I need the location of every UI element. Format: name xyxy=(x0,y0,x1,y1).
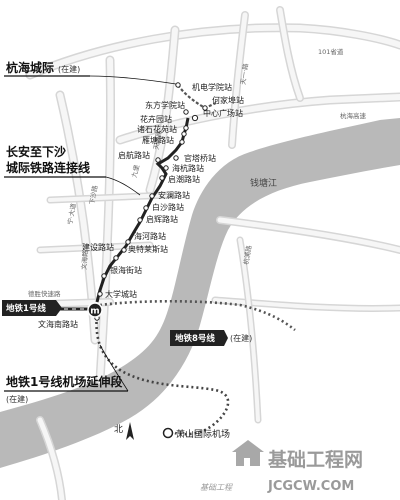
station-label-baisha: 白沙路站 xyxy=(152,202,184,212)
station-dot-dongfang[interactable] xyxy=(183,109,189,115)
station-dot-zhushi[interactable] xyxy=(181,131,187,137)
station-dot-huahui[interactable] xyxy=(183,125,189,131)
station-dot-yinhai[interactable] xyxy=(101,273,107,279)
station-label-guanta: 官塔桥站 xyxy=(184,153,216,163)
road-label-hangpu: 杭浦路 xyxy=(241,244,253,265)
station-label-anlan: 安澜路站 xyxy=(158,190,190,200)
station-dot-qihang[interactable] xyxy=(155,157,161,163)
station-label-center: 中心广场站 xyxy=(203,108,243,118)
callout-hanghai: 杭海城际 (在建) xyxy=(4,60,177,85)
station-dot-outlets[interactable] xyxy=(121,247,127,253)
callout-changan: 长安至下沙 城际铁路连接线 xyxy=(4,144,141,196)
tag-line-8-text: 地铁8号线 xyxy=(175,333,215,344)
station-label-daxuecheng: 大学城站 xyxy=(105,289,137,299)
interchange-badge[interactable]: m xyxy=(87,302,103,318)
callout-changan-title-2: 城际铁路连接线 xyxy=(6,160,90,175)
watermark-en: JCGCW.COM xyxy=(267,479,354,494)
station-dot-jidian[interactable] xyxy=(175,82,181,88)
road-label-101: 101省道 xyxy=(318,47,344,56)
watermark-logo-icon xyxy=(232,440,264,466)
station-dot-hejiabu[interactable] xyxy=(202,105,208,111)
station-markers xyxy=(94,82,208,321)
road-label-tiancheng: 天城路 xyxy=(151,129,163,150)
station-label-jianshe: 建设路站 xyxy=(82,242,114,252)
station-label-hejiabu: 何家埠站 xyxy=(212,95,244,105)
station-dot-yantang[interactable] xyxy=(179,139,185,145)
station-label-outlets: 奥特莱斯站 xyxy=(128,244,168,254)
station-dot-anlan[interactable] xyxy=(149,193,155,199)
station-label-haihang: 海杭路站 xyxy=(172,163,204,173)
north-arrow-icon xyxy=(126,422,134,440)
tag-line-8: 地铁8号线 (在建) xyxy=(170,330,252,346)
callout-changan-leader xyxy=(105,176,141,196)
station-dot-jianshe[interactable] xyxy=(113,255,119,261)
river-label: 钱塘江 xyxy=(250,177,277,189)
station-dot-center[interactable] xyxy=(191,114,199,122)
tag-line-1: 地铁1号线 xyxy=(2,300,62,316)
road-label-jiubao: 九堡 xyxy=(129,163,141,178)
road-label-dadao: 宁·大道 xyxy=(65,202,78,225)
watermark-small: 基础工程 xyxy=(200,483,233,492)
airport-label: 萧山国际机场 xyxy=(176,428,230,440)
station-dot-baisha[interactable] xyxy=(143,205,149,211)
station-label-jidian: 机电学院站 xyxy=(192,82,232,92)
callout-hanghai-title: 杭海城际 xyxy=(6,60,54,75)
callout-airport-status: (在建) xyxy=(6,394,28,404)
callout-changan-title-1: 长安至下沙 xyxy=(6,144,66,159)
station-dot-daxuecheng[interactable] xyxy=(97,291,103,297)
tag-line-1-text: 地铁1号线 xyxy=(6,303,46,314)
station-label-zhushi: 诸石花苑站 xyxy=(137,124,177,134)
airport[interactable]: 萧山国际机场 xyxy=(162,427,231,440)
road-label-hanghai: 杭海高速 xyxy=(340,111,367,120)
watermark: 基础工程网 基础工程 JCGCW.COM xyxy=(200,440,363,494)
station-label-haihe: 海河路站 xyxy=(134,231,166,241)
road-label-wenhai: 文海路 xyxy=(79,249,90,270)
north-arrow: 北 xyxy=(114,422,134,440)
road-label-xiasha: 下沙路 xyxy=(87,184,99,205)
road-label-tianyi: 天一·路 xyxy=(238,62,250,85)
station-label-qichao: 启潮路站 xyxy=(168,174,200,184)
metro-line-1-airport-extension xyxy=(95,311,230,436)
station-label-dongfang: 东方学院站 xyxy=(145,100,185,110)
station-dot-haihe[interactable] xyxy=(125,239,131,245)
station-label-yantang: 雁塘路站 xyxy=(142,135,174,145)
station-label-huahui: 花卉园站 xyxy=(140,114,172,124)
road-label-desheng: 德胜快速路 xyxy=(28,289,61,298)
station-label-qihui: 启辉路站 xyxy=(146,214,178,224)
watermark-cn: 基础工程网 xyxy=(267,448,363,471)
station-dot-guanta[interactable] xyxy=(173,155,179,161)
station-dot-qichao[interactable] xyxy=(159,175,165,181)
callout-airport-title: 地铁1号线机场延伸段 xyxy=(6,374,123,389)
north-label: 北 xyxy=(114,424,123,435)
station-label-wenhai-south: 文海南路站 xyxy=(38,319,78,329)
station-dot-qihui[interactable] xyxy=(137,217,143,223)
airport-marker xyxy=(162,427,174,439)
interchange-icon-m: m xyxy=(90,307,99,317)
station-label-yinhai: 银海街站 xyxy=(110,265,142,275)
callout-airport-leader xyxy=(99,344,129,392)
callout-hanghai-leader xyxy=(89,75,177,85)
station-dot-haihang[interactable] xyxy=(163,165,169,171)
callout-airport-extension: 地铁1号线机场延伸段 (在建) xyxy=(4,344,129,404)
tag-line-8-status: (在建) xyxy=(230,333,252,343)
callout-hanghai-status: (在建) xyxy=(58,64,80,74)
station-label-qihang: 启航路站 xyxy=(118,150,150,160)
